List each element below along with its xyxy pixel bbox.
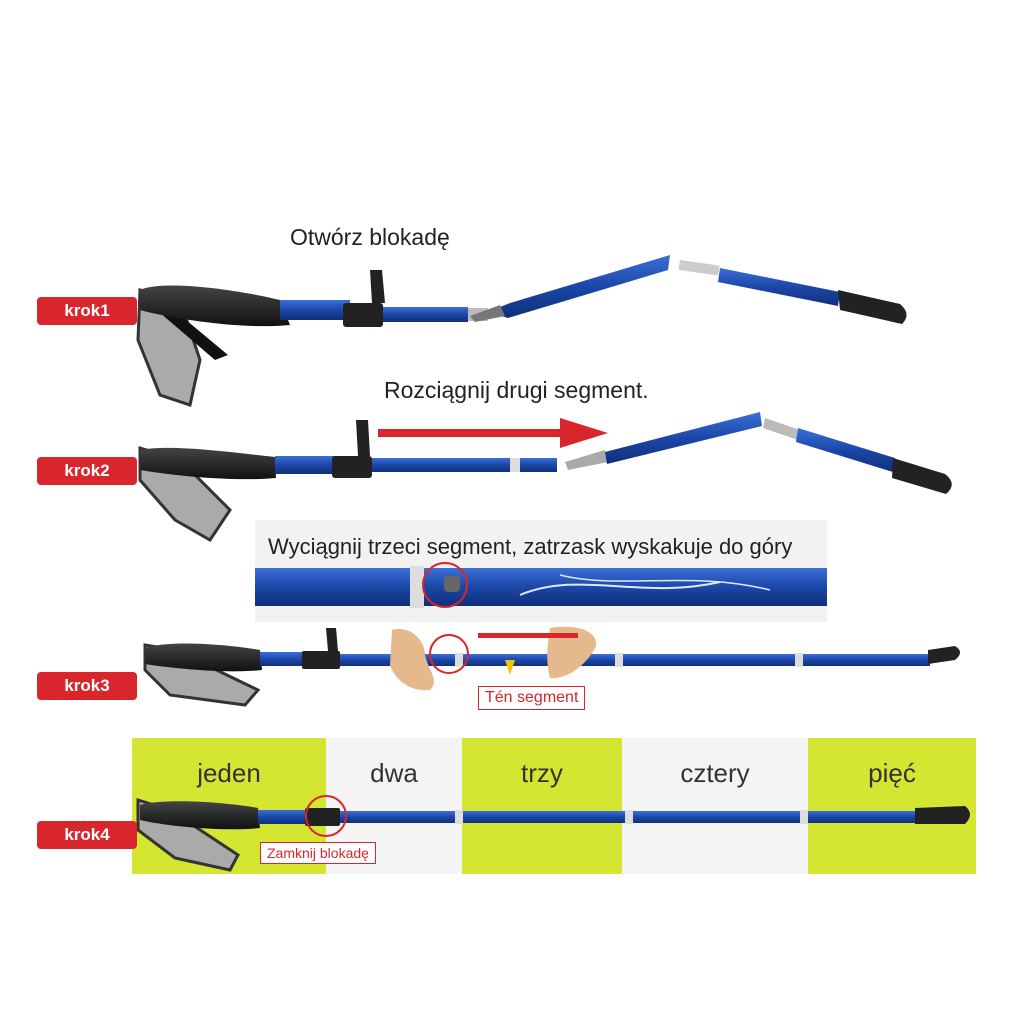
pole-step3 — [143, 626, 960, 707]
zone-label: dwa — [370, 758, 418, 788]
zone-label: pięć — [868, 758, 916, 788]
caption-step2: Rozciągnij drugi segment. — [384, 377, 649, 403]
step-badge-2: krok2 — [37, 457, 137, 485]
pole-step1 — [136, 255, 907, 407]
zone-label: jeden — [197, 758, 261, 788]
tag-lock: Zamknij blokadę — [260, 842, 376, 864]
step-badge-4: krok4 — [37, 821, 137, 849]
arrow-right-icon — [378, 418, 608, 448]
step-badge-1: krok1 — [37, 297, 137, 325]
caption-step3: Wyciągnij trzeci segment, zatrzask wyska… — [268, 534, 793, 559]
caption-step1: Otwórz blokadę — [290, 224, 450, 250]
pole-step4 — [136, 795, 970, 872]
pole-zoom — [255, 562, 827, 608]
zone-label: trzy — [521, 758, 563, 788]
step-badge-3: krok3 — [37, 672, 137, 700]
zone-trzy: trzy — [462, 738, 622, 874]
zone-piec: pięć — [808, 738, 976, 874]
pole-step2 — [138, 412, 952, 542]
tag-segment: Tén segment — [478, 686, 586, 710]
zone-cztery: cztery — [622, 738, 808, 874]
zone-label: cztery — [680, 758, 750, 788]
